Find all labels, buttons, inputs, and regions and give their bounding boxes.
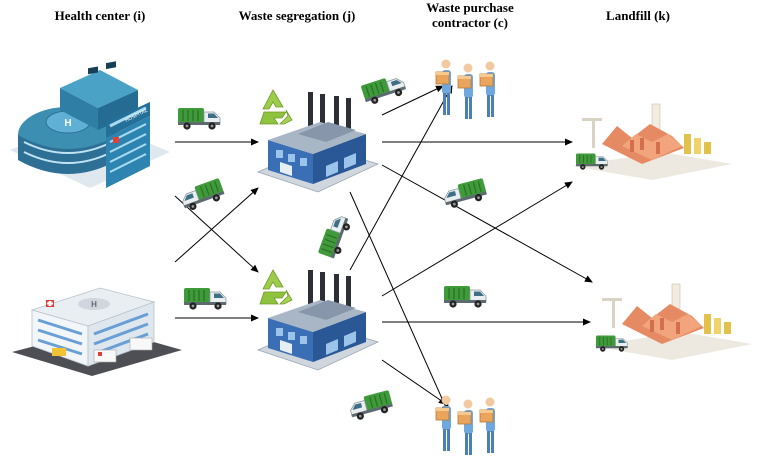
arrow-seg2-contractor1 (349, 85, 453, 271)
garbage-truck-icon-8 (347, 389, 395, 423)
hospital-icon-2: H (12, 287, 182, 376)
flow-arrows (174, 85, 593, 413)
garbage-truck-icon-6 (441, 177, 489, 211)
arrow-seg1-contractor2 (349, 191, 449, 413)
column-header-health-center: Health center (i) (54, 8, 146, 23)
svg-text:H: H (91, 300, 97, 309)
landfill-icon-2 (591, 283, 753, 361)
contractor-header-line-2: contractor (c) (432, 15, 508, 30)
hospital-icon: H HOSPITAL (10, 61, 170, 188)
column-header-waste-purchase-contractor: Waste purchase contractor (c) (405, 0, 535, 30)
landfill-icon (571, 103, 733, 181)
recycle-icon-2 (259, 269, 293, 305)
arrow-hc2-seg1 (174, 187, 259, 263)
arrow-seg2-landfill1 (381, 181, 573, 297)
arrow-seg2-contractor2 (381, 359, 447, 405)
garbage-truck-icon (177, 107, 221, 131)
garbage-truck-icon-7 (443, 285, 487, 309)
garbage-truck-icon-3 (183, 287, 227, 311)
garbage-truck-icon-4 (360, 72, 408, 108)
contractor-header-line-1: Waste purchase (426, 0, 514, 15)
workers-with-boxes-icon (435, 59, 496, 120)
arrow-seg1-contractor1 (381, 85, 444, 116)
recycle-icon (259, 89, 293, 125)
arrow-seg1-landfill2 (381, 164, 593, 283)
arrow-hc1-seg2 (174, 195, 259, 273)
column-header-landfill: Landfill (k) (606, 8, 670, 23)
column-header-waste-segregation: Waste segregation (j) (238, 8, 356, 23)
garbage-truck-icon-2 (178, 177, 227, 214)
garbage-truck-icon-5 (317, 212, 354, 261)
svg-text:H: H (64, 118, 71, 129)
